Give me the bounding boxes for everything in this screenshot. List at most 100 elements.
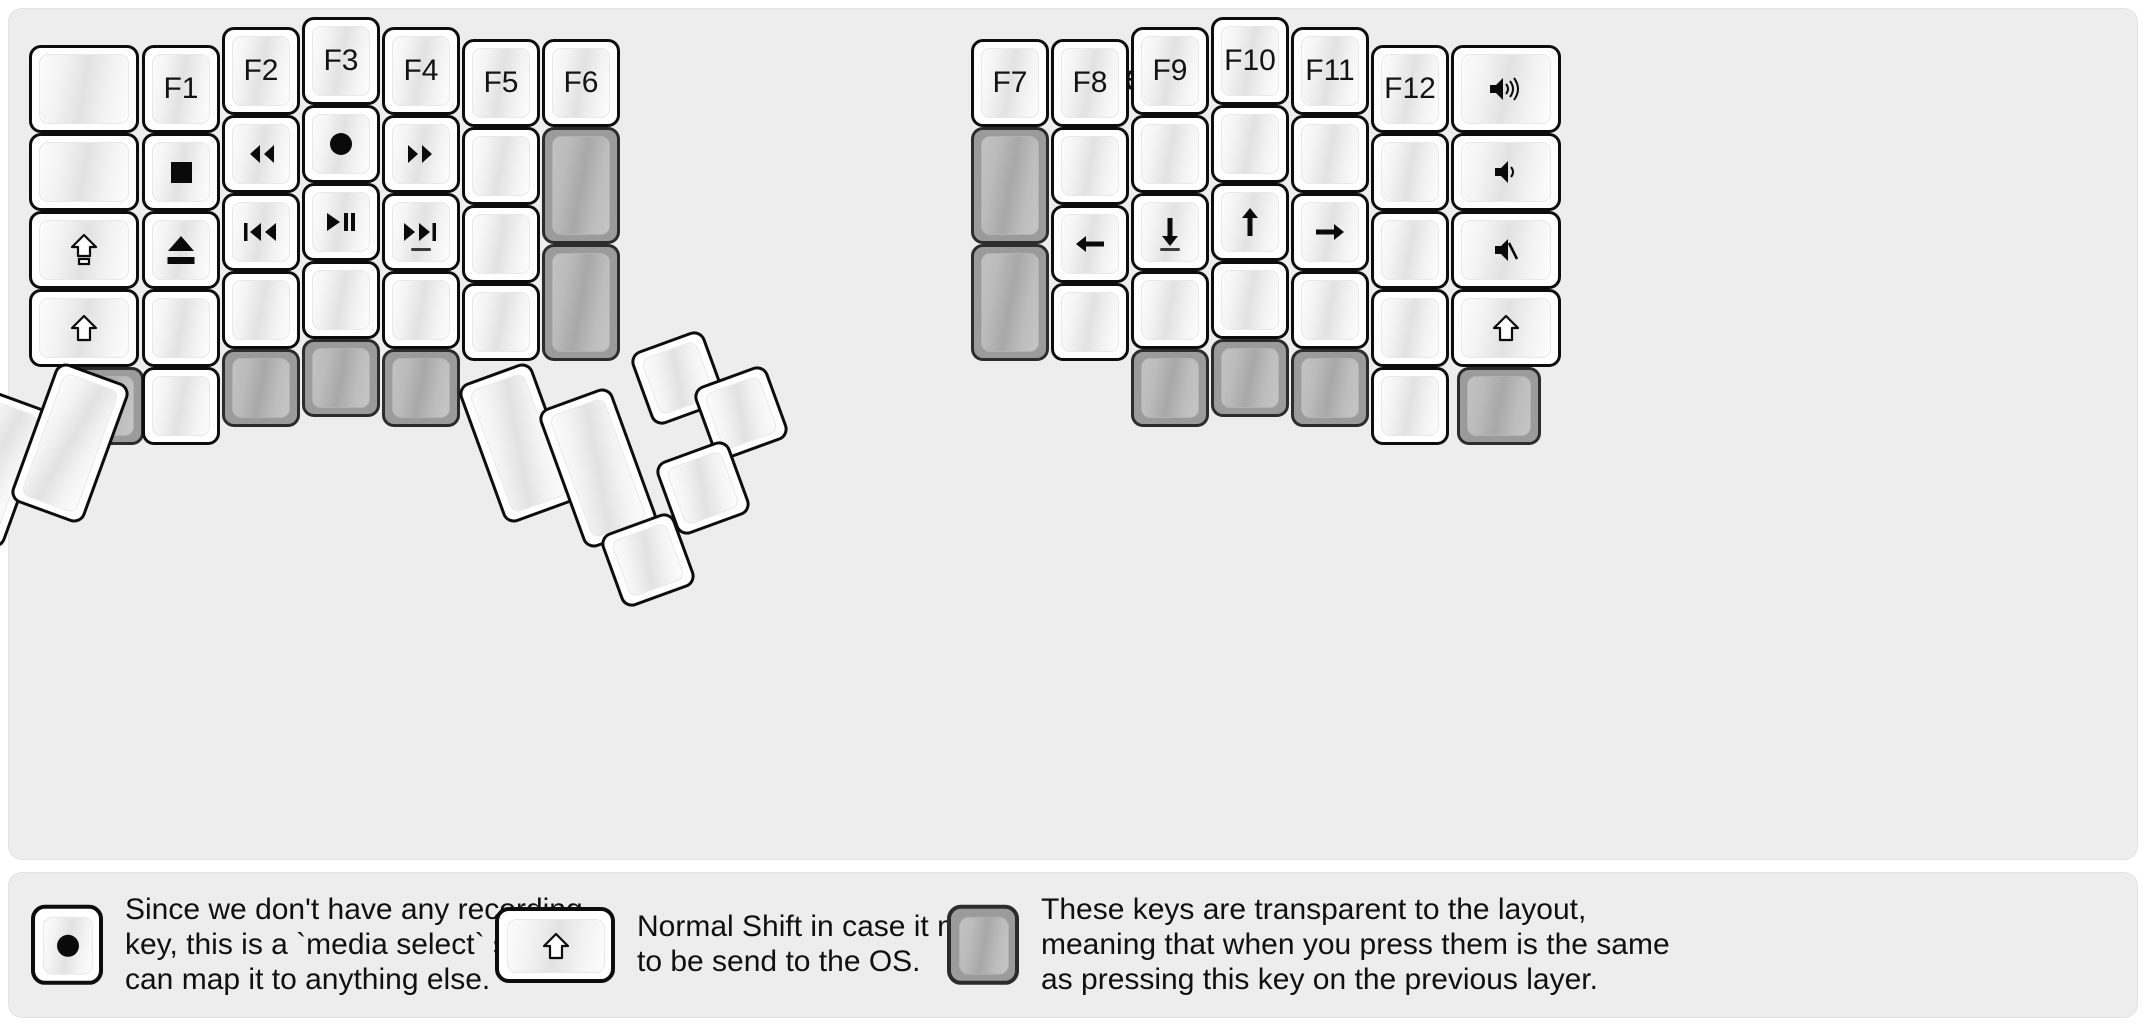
keycap-face <box>1461 54 1551 124</box>
next-track-icon <box>402 221 440 243</box>
keycap[interactable]: F4 <box>382 27 460 115</box>
keycap-face <box>392 280 450 340</box>
keycap-face <box>1221 270 1279 330</box>
keycap[interactable]: F10 <box>1211 17 1289 105</box>
keycap-face <box>665 449 741 527</box>
keycap[interactable] <box>29 133 139 211</box>
keycap[interactable] <box>542 244 620 361</box>
keycap[interactable] <box>542 127 620 244</box>
keycap[interactable] <box>302 261 380 339</box>
keycap[interactable]: F8 <box>1051 39 1129 127</box>
keycap-face <box>232 280 290 340</box>
keycap[interactable] <box>222 193 300 271</box>
keycap-face <box>1301 358 1359 418</box>
keycap[interactable] <box>1211 339 1289 417</box>
keycap-label: F2 <box>243 54 279 87</box>
keycap[interactable] <box>222 115 300 193</box>
keycap[interactable]: F3 <box>302 17 380 105</box>
keycap[interactable] <box>382 115 460 193</box>
homing-bar <box>411 248 431 251</box>
keycap[interactable]: F1 <box>142 45 220 133</box>
keycap[interactable] <box>1291 193 1369 271</box>
keycap-face <box>20 372 120 514</box>
keycap[interactable] <box>222 349 300 427</box>
keycap-face <box>981 136 1039 235</box>
keycap[interactable] <box>302 183 380 261</box>
keycap-face: F6 <box>552 48 610 118</box>
keycap-face <box>392 124 450 184</box>
keycap[interactable] <box>1291 271 1369 349</box>
keycap-face: F7 <box>981 48 1039 118</box>
keycap[interactable]: F6 <box>542 39 620 127</box>
keycap[interactable] <box>142 211 220 289</box>
keycap-face <box>1381 376 1439 436</box>
keycap-label: F4 <box>403 54 439 87</box>
keycap[interactable] <box>462 205 540 283</box>
arrow-up-icon <box>1237 206 1263 238</box>
keycap[interactable] <box>142 367 220 445</box>
keycap-face <box>1221 114 1279 174</box>
keycap[interactable] <box>382 349 460 427</box>
keycap[interactable] <box>1131 271 1209 349</box>
eject-icon <box>166 236 196 264</box>
keycap[interactable] <box>1451 45 1561 133</box>
keycap[interactable] <box>382 271 460 349</box>
keycap[interactable] <box>29 289 139 367</box>
keycap[interactable] <box>1371 289 1449 367</box>
keycap[interactable] <box>302 339 380 417</box>
keycap[interactable] <box>1371 133 1449 211</box>
keycap[interactable] <box>302 105 380 183</box>
legend-sample-face <box>507 919 605 973</box>
keycap[interactable] <box>1211 183 1289 261</box>
keycap[interactable] <box>1451 133 1561 211</box>
keycap[interactable] <box>1457 367 1541 445</box>
keycap[interactable] <box>1131 115 1209 193</box>
legend-line: can map it to anything else. <box>125 962 491 996</box>
keycap-face <box>152 142 210 202</box>
keycap[interactable] <box>971 244 1049 361</box>
keycap[interactable] <box>1371 367 1449 445</box>
keycap[interactable] <box>1211 261 1289 339</box>
keycap-label: F7 <box>992 66 1028 99</box>
keycap[interactable] <box>971 127 1049 244</box>
keycap[interactable] <box>29 45 139 133</box>
keycap[interactable] <box>1051 127 1129 205</box>
keycap[interactable]: F7 <box>971 39 1049 127</box>
keycap[interactable] <box>142 289 220 367</box>
arrow-down-icon <box>1157 216 1183 248</box>
keycap[interactable] <box>382 193 460 271</box>
keycap[interactable] <box>1291 349 1369 427</box>
keycap[interactable] <box>29 211 139 289</box>
keycap[interactable]: F11 <box>1291 27 1369 115</box>
keycap[interactable] <box>222 271 300 349</box>
keycap[interactable] <box>142 133 220 211</box>
keycap-face <box>1381 298 1439 358</box>
keycap[interactable] <box>1371 211 1449 289</box>
keycap[interactable] <box>462 283 540 361</box>
keycap[interactable]: F9 <box>1131 27 1209 115</box>
arrow-left-icon <box>1074 231 1106 257</box>
keycap[interactable] <box>1291 115 1369 193</box>
keycap-face <box>312 192 370 252</box>
keycap[interactable] <box>1211 105 1289 183</box>
keycap[interactable]: F5 <box>462 39 540 127</box>
legend-transparent: These keys are transparent to the layout… <box>947 893 1670 997</box>
keycap[interactable]: F12 <box>1371 45 1449 133</box>
keycap-face <box>39 298 129 358</box>
keycap[interactable] <box>1131 349 1209 427</box>
keycap-face: F12 <box>1381 54 1439 124</box>
keycap-face <box>548 397 648 539</box>
keycap[interactable] <box>1131 193 1209 271</box>
keycap[interactable] <box>1451 211 1561 289</box>
keycap[interactable] <box>462 127 540 205</box>
keycap-face <box>1461 142 1551 202</box>
keycap[interactable] <box>1451 289 1561 367</box>
previous-track-icon <box>242 221 280 243</box>
keycap[interactable]: F2 <box>222 27 300 115</box>
keycap[interactable] <box>1051 205 1129 283</box>
keycap[interactable] <box>1051 283 1129 361</box>
keycap-face <box>472 292 530 352</box>
keycap-face <box>1381 220 1439 280</box>
keycap-face <box>1221 348 1279 408</box>
